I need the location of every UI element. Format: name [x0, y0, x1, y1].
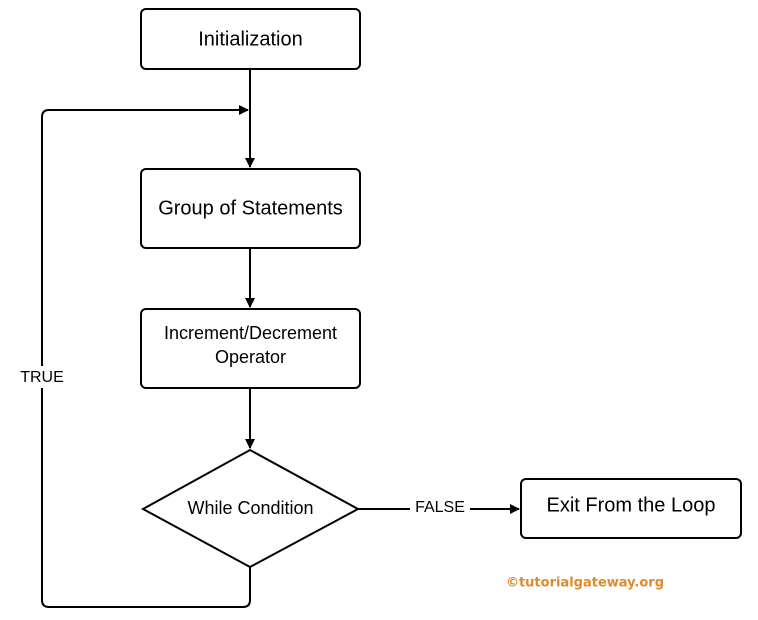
- increment-decrement-label-line1: Increment/Decrement: [164, 323, 337, 343]
- exit-loop-box: [520, 478, 742, 539]
- arrow-true-loop-back: [41, 105, 251, 608]
- increment-decrement-label-line2: Operator: [215, 347, 286, 367]
- true-label-background: [15, 366, 69, 388]
- false-label-background: [410, 497, 470, 519]
- exit-loop-label: Exit From the Loop: [547, 494, 716, 516]
- initialization-label: Initialization: [198, 28, 303, 50]
- false-label: FALSE: [415, 499, 465, 516]
- true-label: TRUE: [20, 369, 64, 386]
- watermark-text: ©tutorialgateway.org: [506, 576, 664, 591]
- while-condition-label: While Condition: [187, 498, 313, 518]
- group-of-statements-label: Group of Statements: [158, 197, 343, 219]
